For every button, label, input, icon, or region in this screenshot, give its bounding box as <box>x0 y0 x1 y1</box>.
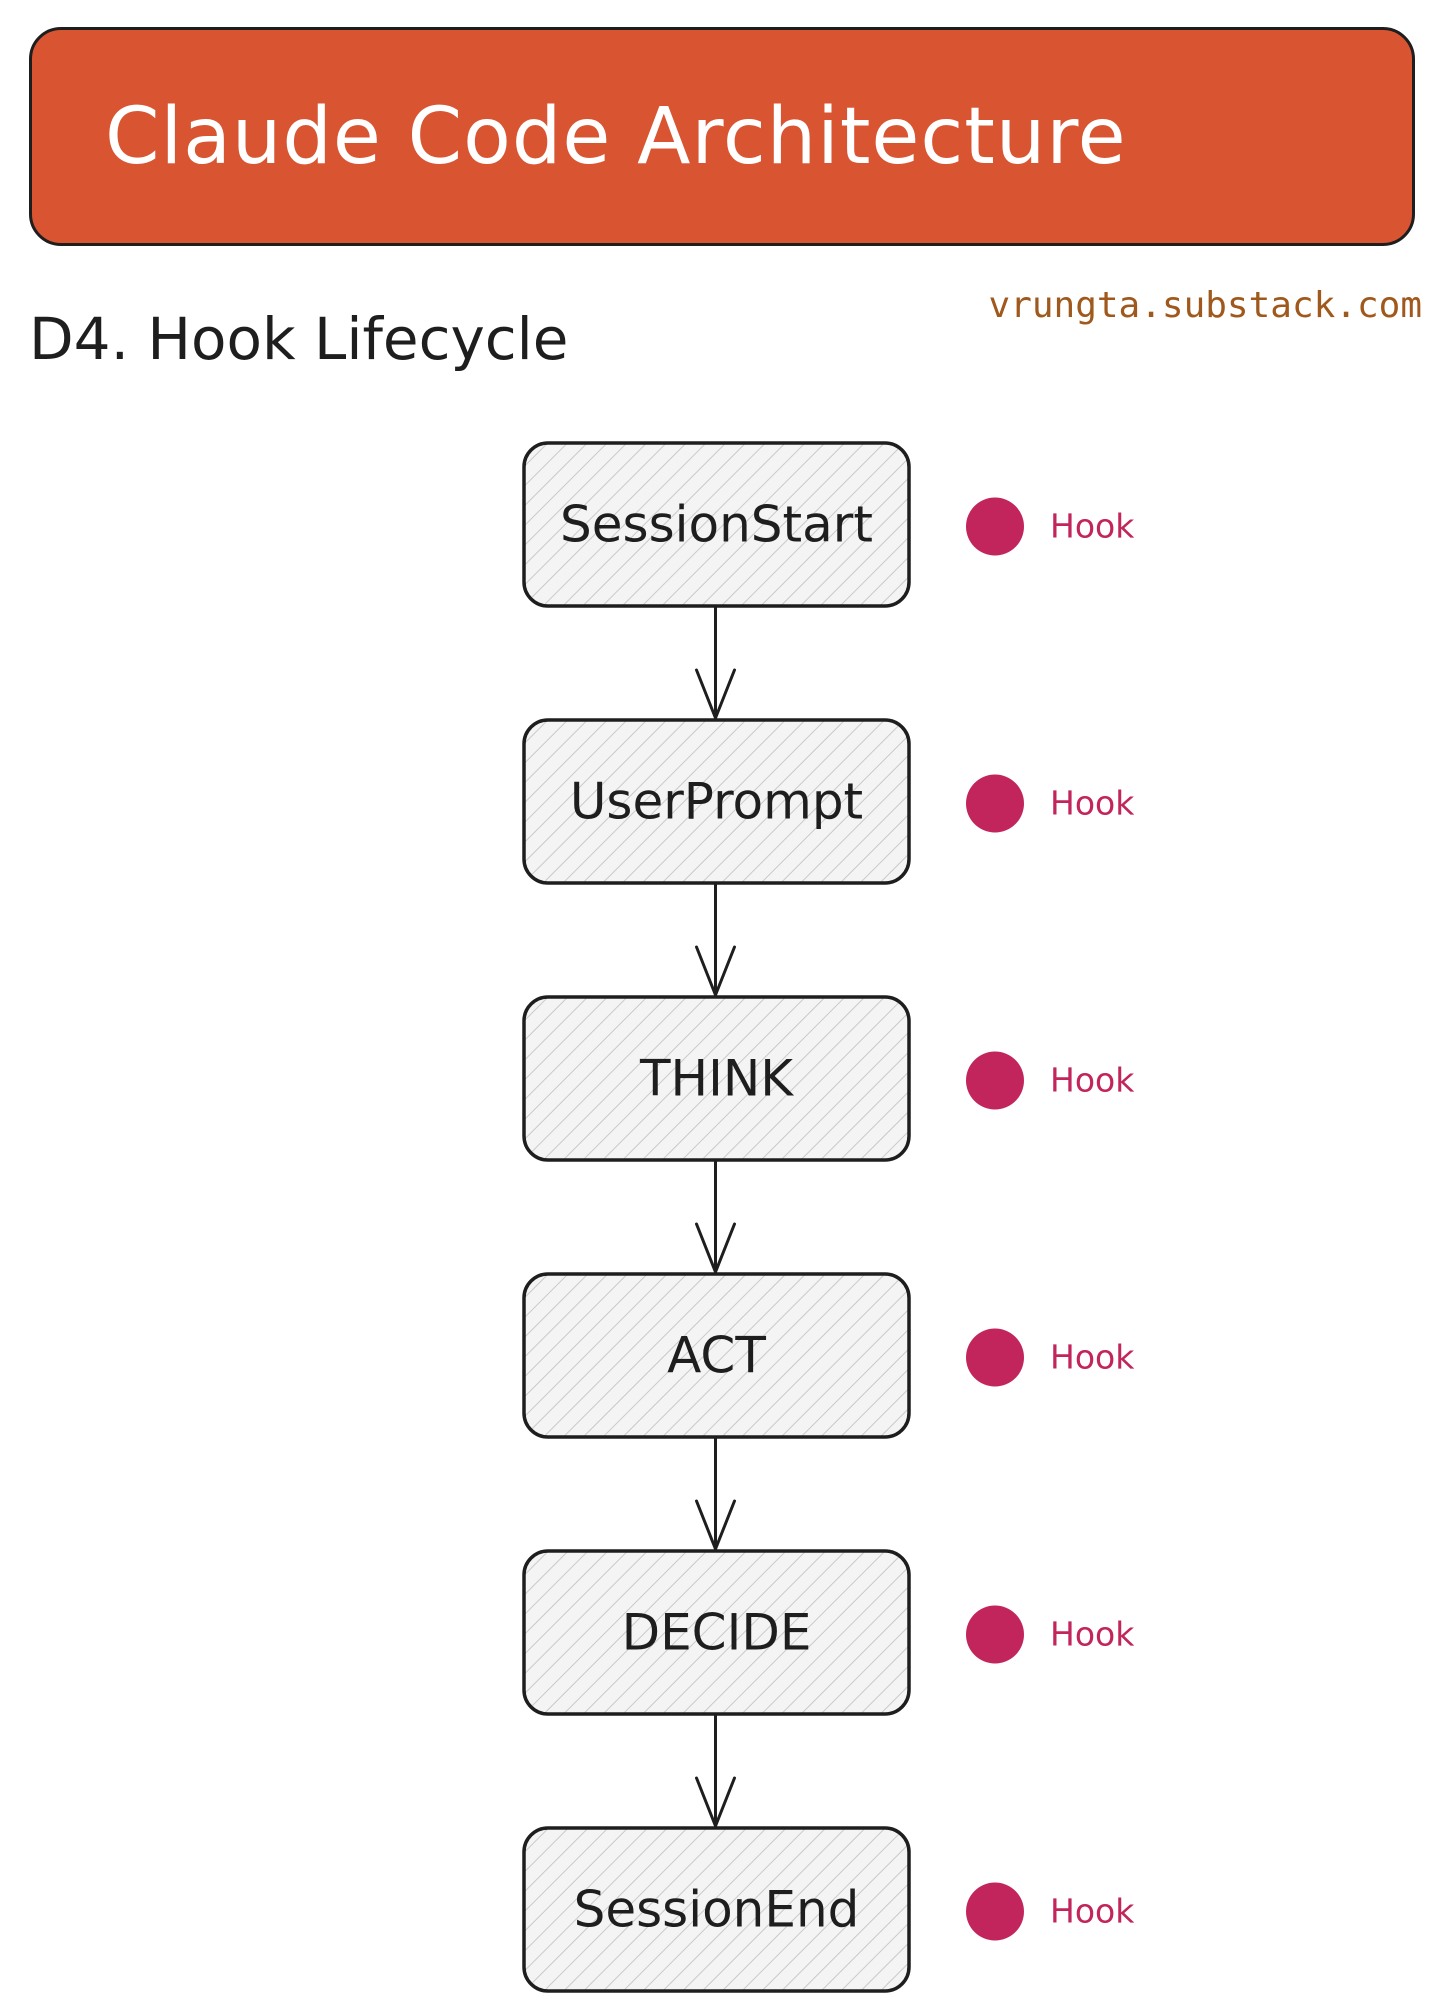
hook-dot <box>966 1051 1024 1110</box>
hook-label: Hook <box>1050 1338 1135 1377</box>
hook-label: Hook <box>1050 507 1135 546</box>
flow-arrow-head <box>695 668 736 720</box>
step-label-think: THINK <box>639 1050 794 1108</box>
hook-dot <box>966 1882 1024 1941</box>
step-label-sessionstart: SessionStart <box>560 496 873 554</box>
hook-dot <box>966 774 1024 833</box>
credit-link[interactable]: vrungta.substack.com <box>988 285 1422 326</box>
hook-label: Hook <box>1050 1615 1135 1654</box>
hook-label: Hook <box>1050 784 1135 823</box>
hook-label: Hook <box>1050 1892 1135 1931</box>
title-banner <box>29 27 1415 246</box>
hook-dot <box>966 1605 1024 1664</box>
flow-arrow-head <box>695 1499 736 1551</box>
hook-dot <box>966 497 1024 556</box>
flow-arrow-head <box>695 1222 736 1274</box>
flow-arrow-head <box>695 945 736 997</box>
step-label-act: ACT <box>667 1327 766 1385</box>
hook-dot <box>966 1328 1024 1387</box>
flow-arrow-head <box>695 1776 736 1828</box>
step-label-userprompt: UserPrompt <box>570 773 863 831</box>
page-title: Claude Code Architecture <box>105 92 1127 182</box>
step-box-sessionend <box>522 1826 911 1993</box>
step-label-sessionend: SessionEnd <box>574 1881 860 1939</box>
step-label-decide: DECIDE <box>622 1604 812 1662</box>
hook-label: Hook <box>1050 1061 1135 1100</box>
diagram-subtitle: D4. Hook Lifecycle <box>29 305 569 373</box>
